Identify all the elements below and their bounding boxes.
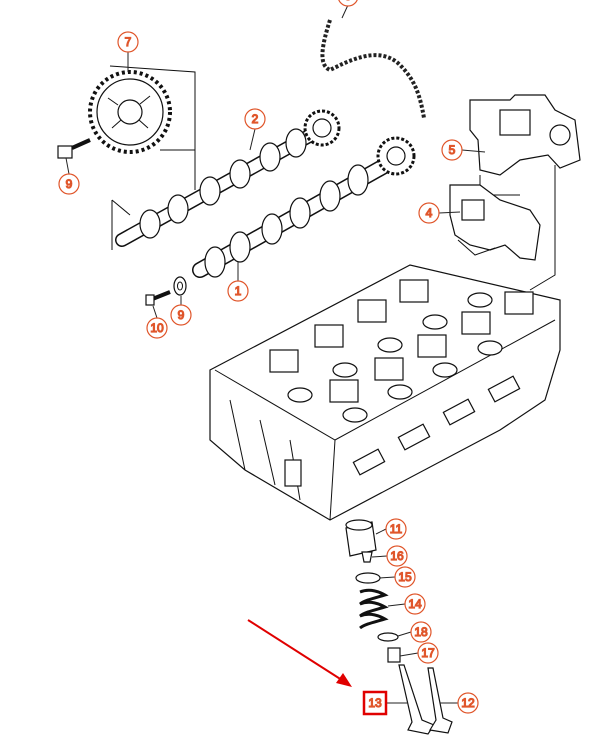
svg-text:11: 11 <box>390 522 403 536</box>
svg-text:7: 7 <box>125 35 132 49</box>
camshaft-bolt <box>145 290 171 306</box>
svg-text:14: 14 <box>408 597 422 611</box>
callout-9: 9 <box>170 304 192 326</box>
pointer-arrow <box>247 619 352 687</box>
svg-text:16: 16 <box>390 549 404 563</box>
valve-spring <box>359 588 389 630</box>
callout-5: 5 <box>441 139 463 161</box>
timing-chain <box>320 19 426 119</box>
cylinder-head <box>209 264 561 521</box>
valve-stem-seal <box>387 647 401 663</box>
svg-text:9: 9 <box>178 308 185 322</box>
callout-17: 17 <box>417 642 439 664</box>
callout-12: 12 <box>457 692 479 714</box>
svg-text:1: 1 <box>235 284 242 298</box>
valve-tappet <box>345 519 377 557</box>
exhaust-valve <box>427 667 453 734</box>
callouts: 7 9 2 1 3 5 4 9 10 11 16 15 14 18 17 12 … <box>58 0 479 714</box>
svg-text:2: 2 <box>252 112 259 126</box>
leader-lines <box>65 4 486 704</box>
svg-text:15: 15 <box>398 570 412 584</box>
camshaft-washer <box>173 276 187 296</box>
exhaust-camshaft <box>111 109 341 250</box>
callout-3: 3 <box>338 0 358 7</box>
callout-1: 1 <box>227 280 249 302</box>
callout-4: 4 <box>418 202 440 224</box>
callout-7: 9 <box>58 173 80 195</box>
callout-13: 13 <box>365 693 385 713</box>
valve-keepers <box>361 551 373 563</box>
svg-text:10: 10 <box>150 321 164 335</box>
spring-seat <box>377 632 399 642</box>
callout-14: 14 <box>404 593 426 615</box>
callout-10: 10 <box>146 317 168 339</box>
callout-18: 18 <box>410 621 432 643</box>
svg-text:12: 12 <box>461 696 475 710</box>
callout-6: 7 <box>117 31 139 53</box>
tensioner-rail <box>449 184 541 261</box>
chain-tensioner <box>469 94 581 291</box>
svg-text:9: 9 <box>66 177 73 191</box>
callout-11: 11 <box>385 518 407 540</box>
callout-16: 16 <box>386 545 408 567</box>
sprocket-bolt <box>57 138 91 159</box>
svg-text:4: 4 <box>426 206 433 220</box>
intake-camshaft <box>192 136 416 278</box>
svg-text:3: 3 <box>345 0 352 3</box>
spring-retainer <box>355 572 381 584</box>
svg-text:13: 13 <box>368 696 382 710</box>
callout-2: 2 <box>244 108 266 130</box>
callout-15: 15 <box>394 566 416 588</box>
svg-text:5: 5 <box>449 143 456 157</box>
camshaft-sprocket <box>88 65 196 190</box>
svg-text:17: 17 <box>421 646 435 660</box>
highlight-box-13 <box>362 690 388 716</box>
svg-text:18: 18 <box>414 625 428 639</box>
